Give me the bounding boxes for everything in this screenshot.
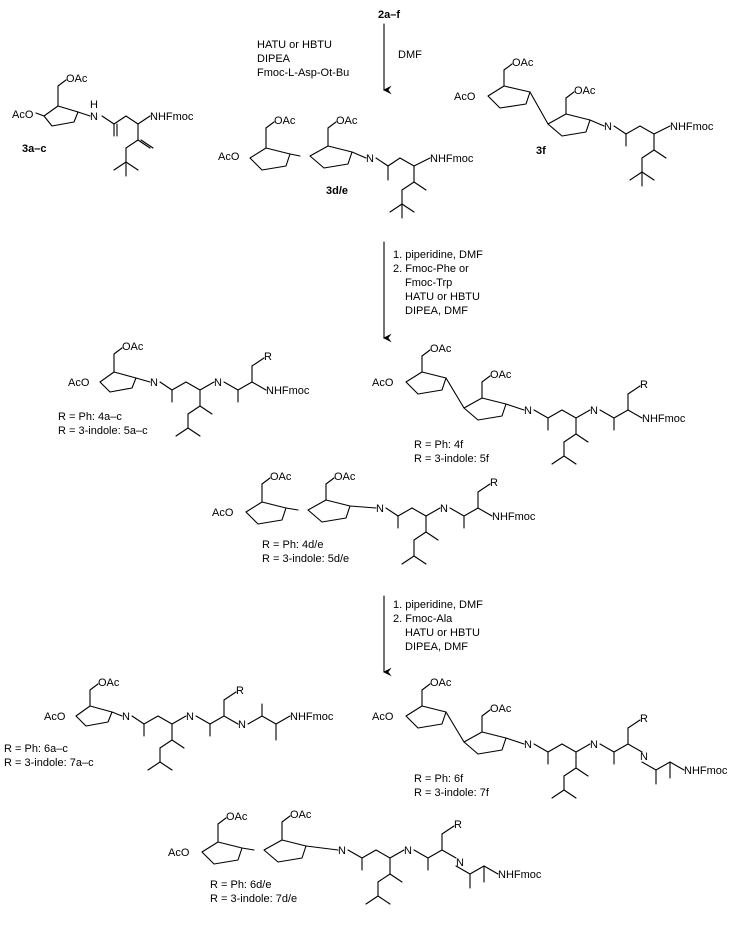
reagent-step3-line3: HATU or HBTU: [405, 627, 480, 639]
nhfmoc-4ac: NHFmoc: [266, 385, 310, 397]
reagent-step2-line1: 1. piperidine, DMF: [393, 249, 483, 261]
reagent-fmoc-asp: Fmoc-L-Asp-Ot-Bu: [257, 67, 349, 79]
structure-3d-e: [249, 121, 431, 219]
nh-6ac-a: N: [122, 711, 130, 723]
aco-6f: AcO: [372, 711, 394, 723]
structure-6d-e: [201, 815, 499, 905]
reagent-step3-line4: DIPEA, DMF: [405, 641, 468, 653]
aco-4ac: AcO: [68, 377, 90, 389]
structure-3f: [487, 63, 671, 187]
oac-6ac: OAc: [98, 677, 120, 689]
nh-4f-b: N: [590, 405, 598, 417]
compound-3a-c: 3a–c: [22, 143, 46, 155]
compound-3f: 3f: [536, 145, 546, 157]
nh-3f: N: [604, 121, 612, 133]
structure-6a-c: [75, 683, 291, 771]
structure-4d-e: [245, 477, 493, 565]
nh-6ac-c: N: [238, 719, 246, 731]
reagent-step3-line1: 1. piperidine, DMF: [393, 599, 483, 611]
aco-3f: AcO: [454, 91, 476, 103]
nh-6ac-b: N: [186, 711, 194, 723]
reagent-step2-line2: 2. Fmoc-Phe or: [393, 263, 469, 275]
r-4f: R: [640, 379, 648, 391]
reagent-step2-line3: Fmoc-Trp: [405, 277, 452, 289]
nh-6de-b: N: [404, 845, 412, 857]
r-6f: R: [640, 713, 648, 725]
r-4ac: R: [264, 351, 272, 363]
label-5f: R = 3-indole: 5f: [414, 453, 490, 465]
reagent-step2-line5: DIPEA, DMF: [405, 305, 468, 317]
label-4a-c: R = Ph: 4a–c: [58, 411, 122, 423]
solvent-dmf: DMF: [398, 49, 422, 61]
nhfmoc-4f: NHFmoc: [642, 413, 686, 425]
label-6f: R = Ph: 6f: [414, 773, 464, 785]
nhfmoc-6de: NHFmoc: [498, 869, 542, 881]
compound-3d-e: 3d/e: [326, 185, 348, 197]
nhfmoc-3f: NHFmoc: [670, 121, 714, 133]
label-5a-c: R = 3-indole: 5a–c: [58, 425, 148, 437]
label-7a-c: R = 3-indole: 7a–c: [4, 757, 94, 769]
label-7f: R = 3-indole: 7f: [414, 787, 490, 799]
nh-6de-c: N: [456, 857, 464, 869]
label-6d-e: R = Ph: 6d/e: [210, 879, 271, 891]
aco-4de: AcO: [212, 507, 234, 519]
nh-6f-b: N: [590, 739, 598, 751]
reagent-hatu-1: HATU or HBTU: [257, 39, 332, 51]
r-6ac: R: [236, 685, 244, 697]
r-6de: R: [454, 819, 462, 831]
oac-4f-b: OAc: [490, 369, 512, 381]
oac-6f-b: OAc: [490, 703, 512, 715]
label-4d-e: R = Ph: 4d/e: [262, 539, 323, 551]
nhfmoc-3de: NHFmoc: [430, 153, 474, 165]
nhfmoc-4de: NHFmoc: [492, 511, 536, 523]
label-5d-e: R = 3-indole: 5d/e: [262, 553, 349, 565]
aco-3ac: AcO: [12, 109, 34, 121]
nh-4de-a: N: [376, 503, 384, 515]
oac-4de-a: OAc: [270, 471, 292, 483]
reagent-step3-line2: 2. Fmoc-Ala: [393, 613, 453, 625]
nhfmoc-3ac: NHFmoc: [150, 111, 194, 123]
starting-material-label: 2a–f: [378, 9, 400, 21]
r-4de: R: [490, 477, 498, 489]
nh-6f-a: N: [524, 739, 532, 751]
nhfmoc-6f: NHFmoc: [684, 765, 728, 777]
aco-6ac: AcO: [44, 711, 66, 723]
aco-6de: AcO: [168, 847, 190, 859]
reagent-dipea-1: DIPEA: [257, 53, 291, 65]
h-3ac: H: [90, 99, 98, 111]
structure-4a-c: [99, 347, 267, 437]
nh-4de-b: N: [440, 503, 448, 515]
structure-4f: [405, 349, 643, 465]
nh-6de-a: N: [338, 845, 346, 857]
oac-4de-b: OAc: [334, 471, 356, 483]
oac-4f-a: OAc: [430, 343, 452, 355]
oac-3f-a: OAc: [512, 57, 534, 69]
nh-6f-c: N: [640, 751, 648, 763]
aco-4f: AcO: [372, 377, 394, 389]
structure-6f: [405, 683, 685, 799]
nh-4ac-b: N: [214, 377, 222, 389]
nhfmoc-6ac: NHFmoc: [290, 711, 334, 723]
aco-3de: AcO: [218, 151, 240, 163]
reagent-step2-line4: HATU or HBTU: [405, 291, 480, 303]
structure-3a-c: [35, 79, 154, 177]
oac-6de-a: OAc: [226, 811, 248, 823]
label-7d-e: R = 3-indole: 7d/e: [210, 893, 297, 905]
nh-4f-a: N: [524, 405, 532, 417]
oac-4ac: OAc: [122, 341, 144, 353]
label-6a-c: R = Ph: 6a–c: [4, 743, 68, 755]
oac-3ac-top: OAc: [66, 73, 88, 85]
nh-4ac-a: N: [150, 377, 158, 389]
nh-3ac: N: [90, 111, 98, 123]
label-4f: R = Ph: 4f: [414, 439, 464, 451]
nh-3de: N: [366, 153, 374, 165]
oac-6de-b: OAc: [290, 809, 312, 821]
oac-6f-a: OAc: [430, 677, 452, 689]
oac-3de-b: OAc: [336, 115, 358, 127]
oac-3f-b: OAc: [574, 85, 596, 97]
oac-3de-a: OAc: [274, 115, 296, 127]
